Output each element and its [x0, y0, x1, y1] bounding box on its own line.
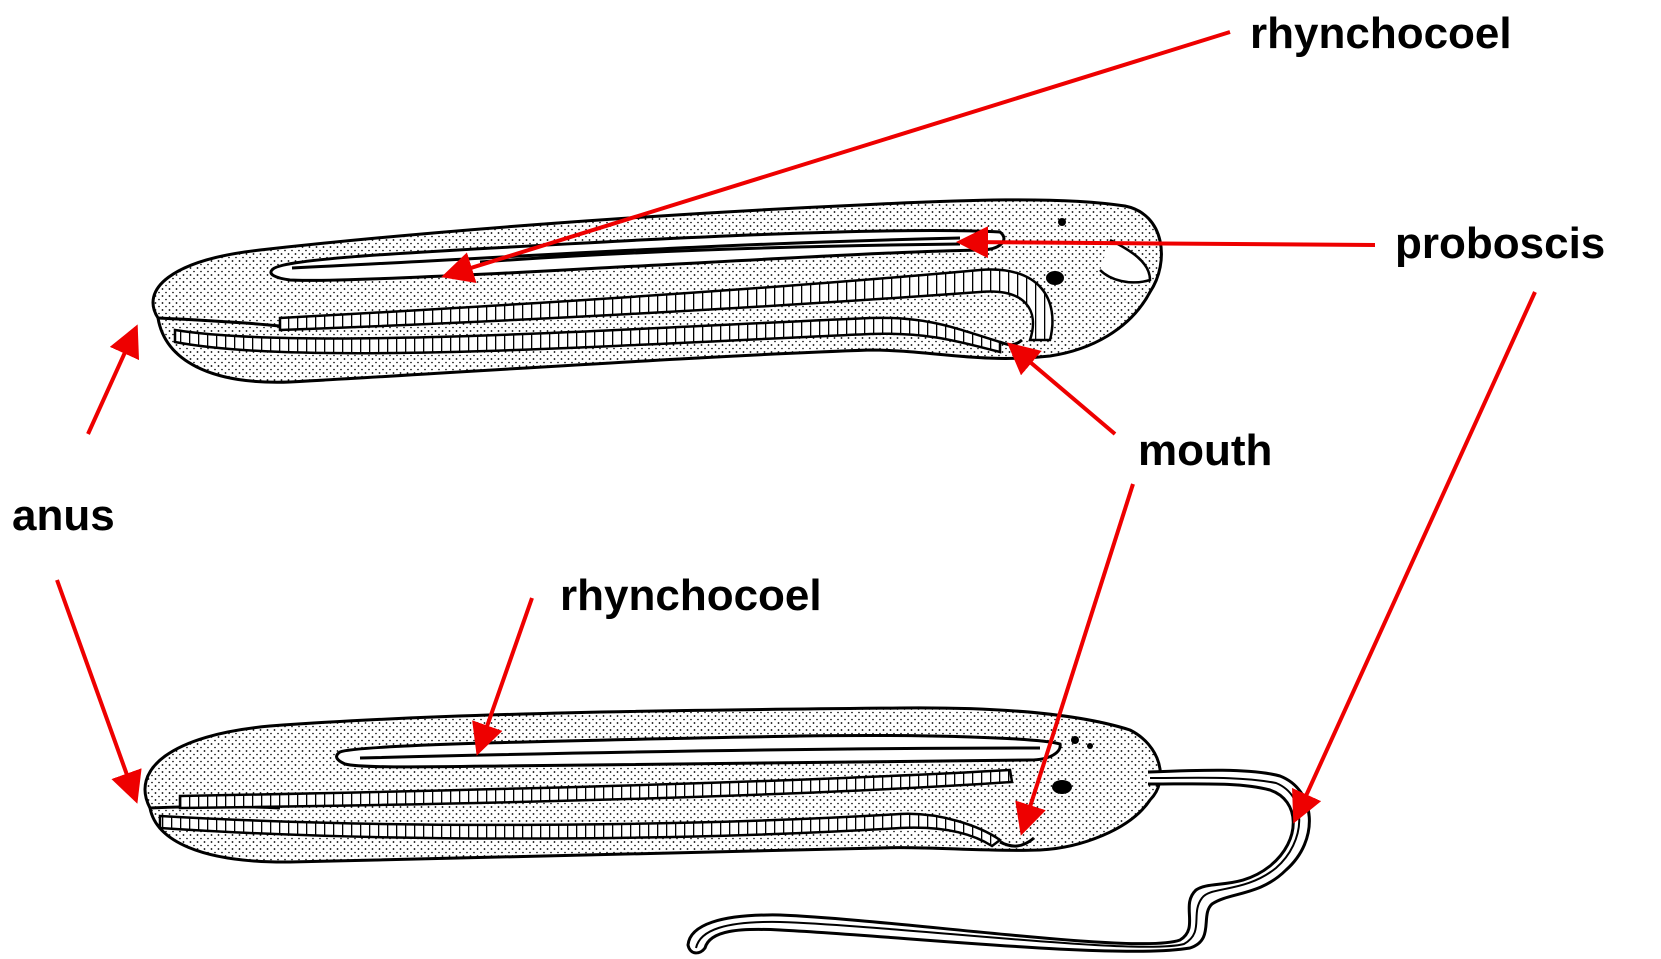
arrow-mouth-top [1010, 345, 1115, 434]
worm-everted-eyespot-2 [1087, 743, 1093, 749]
label-rhynchocoel-top: rhynchocoel [1250, 9, 1512, 58]
worm-retracted [153, 200, 1161, 382]
worm-everted-eyespot [1071, 736, 1079, 744]
arrow-anus-bottom [57, 580, 136, 800]
label-proboscis: proboscis [1395, 219, 1605, 268]
label-mouth: mouth [1138, 426, 1272, 475]
worm-retracted-eyespot [1058, 218, 1066, 226]
arrow-proboscis-bottom [1295, 292, 1535, 820]
label-rhynchocoel-bottom: rhynchocoel [560, 571, 822, 620]
worm-everted-ganglion [1052, 780, 1072, 794]
label-anus: anus [12, 491, 115, 540]
worm-retracted-ganglion [1046, 271, 1064, 285]
worm-everted [145, 708, 1309, 953]
arrow-anus-top [88, 328, 136, 434]
